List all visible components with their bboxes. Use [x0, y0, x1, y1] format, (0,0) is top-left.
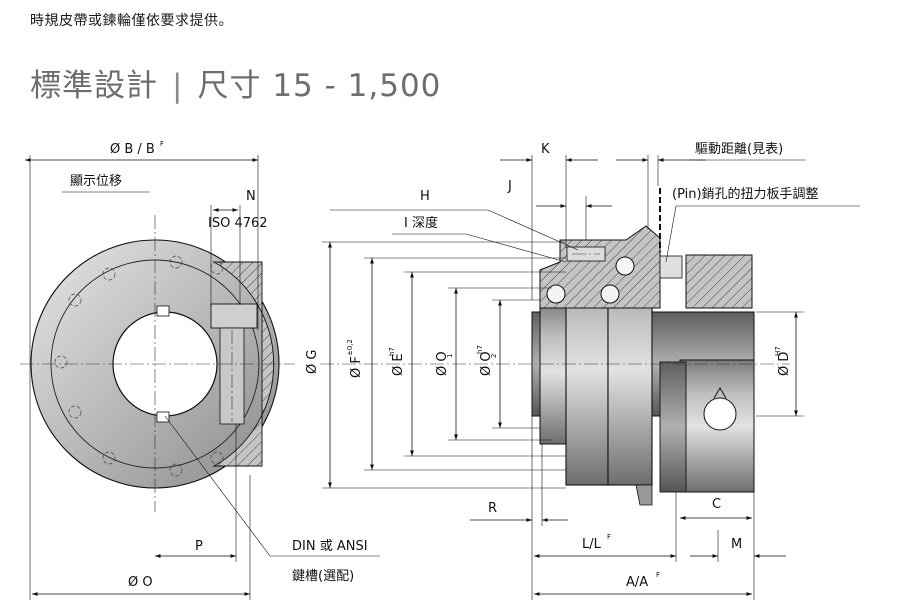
dim-label-J: J: [507, 179, 512, 194]
dim-label-L-sup: F: [607, 533, 611, 541]
dim-label-L: L/L: [582, 537, 602, 552]
drive-distance-label: 驅動距離(見表): [695, 142, 783, 157]
dim-label-H: H: [420, 189, 430, 204]
dim-label-O1-sub: 1: [446, 354, 454, 358]
heading-size-label: 尺寸: [197, 68, 262, 104]
heading-size-range: 15 - 1,500: [272, 68, 442, 104]
section-heading: 標準設計 | 尺寸 15 - 1,500: [30, 60, 441, 105]
dim-label-O2-sub: 2: [490, 354, 498, 358]
keyway-label: 鍵槽(選配): [292, 568, 354, 584]
dim-label-E: Ø E: [391, 353, 406, 376]
pin-hole-label: (Pin)銷孔的扭力板手調整: [672, 186, 819, 202]
heading-separator: |: [172, 68, 184, 104]
iso-label: ISO 4762: [208, 216, 268, 231]
dim-label-O2: Ø O: [479, 351, 494, 376]
availability-note: 時規皮帶或鍊輪僅依要求提供。: [30, 13, 233, 29]
dim-label-A: A/A: [626, 575, 648, 590]
dim-label-P: P: [195, 539, 203, 554]
dim-label-F-sup: ±0,2: [346, 339, 354, 356]
heading-title: 標準設計: [30, 68, 158, 104]
i-depth-label: I 深度: [404, 215, 438, 231]
dim-label-N: N: [246, 189, 256, 204]
dim-label-M: M: [731, 537, 742, 552]
din-label: DIN 或 ANSI: [292, 539, 368, 554]
dim-label-A-sup: F: [656, 571, 660, 579]
dim-label-B-sup: F: [160, 140, 164, 148]
dim-label-R: R: [488, 501, 497, 516]
dim-label-F: Ø F: [349, 356, 364, 378]
dim-label-D: Ø D: [777, 352, 792, 376]
dim-label-B: Ø B / B: [110, 142, 155, 157]
dim-label-C: C: [712, 497, 721, 512]
display-offset-label: 顯示位移: [70, 174, 122, 189]
side-view: Ø G Ø F ±0,2 Ø E h7 Ø O 1 Ø O 2 h7 Ø D H…: [305, 142, 860, 600]
dim-label-E-sup: h7: [388, 347, 396, 356]
dim-label-K: K: [541, 142, 550, 157]
dim-label-G: Ø G: [305, 350, 320, 374]
dim-label-O2-sup: h7: [476, 345, 484, 354]
dim-label-O: Ø O: [128, 575, 153, 590]
dim-label-O1: Ø O: [435, 351, 450, 376]
dim-label-D-sup: H7: [774, 346, 782, 356]
end-view: Ø B / B F 顯示位移 N ISO 4762 P Ø O DIN 或 AN…: [20, 140, 380, 600]
clamp-screw-head: [210, 303, 258, 329]
